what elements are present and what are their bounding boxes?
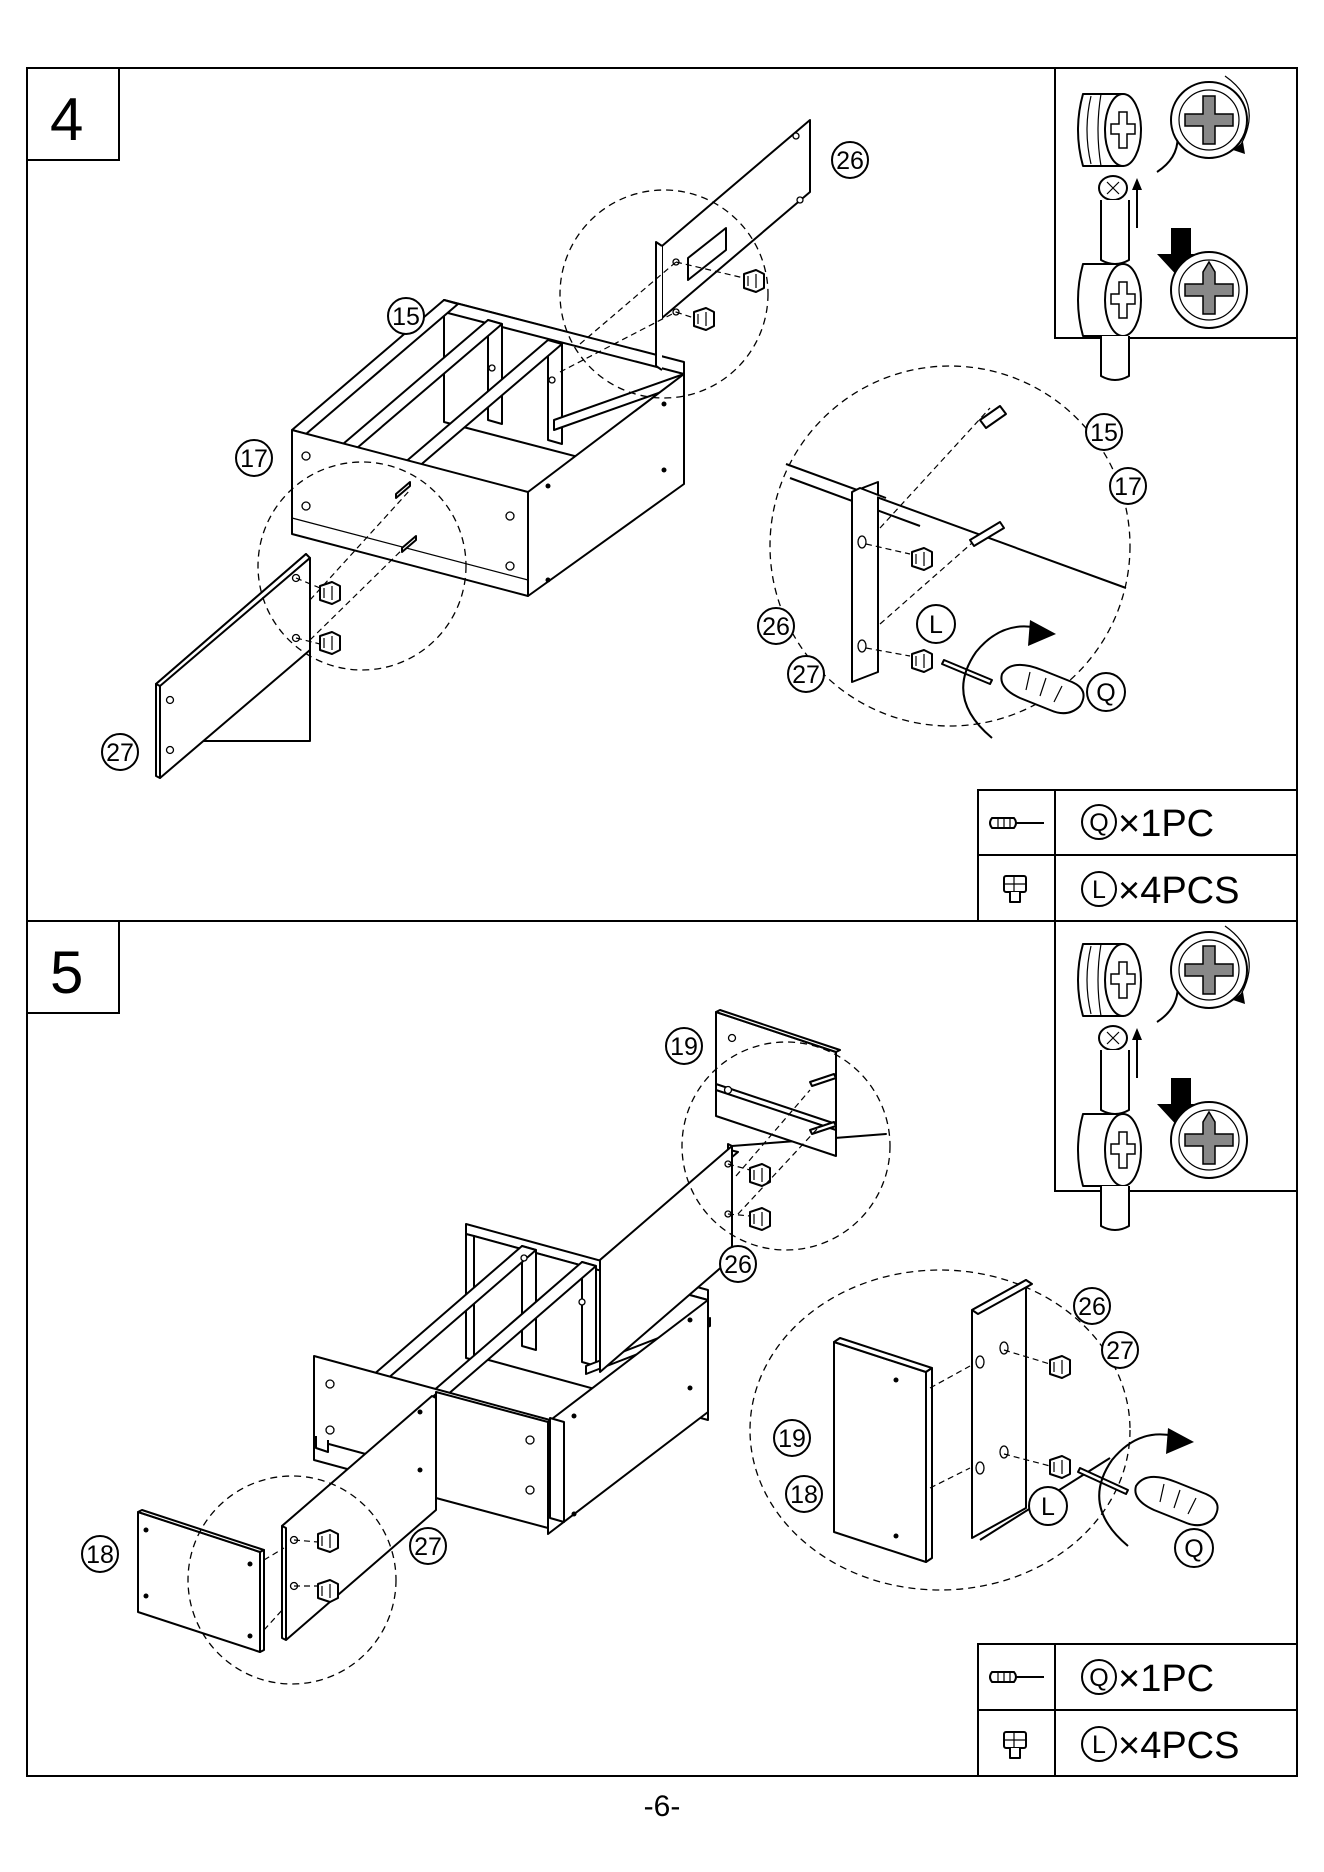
hardware-q-quantity: ×1PC [1118,1658,1214,1700]
cam-lock-icon [1004,1732,1026,1758]
step-4-label-26: 26 [836,147,864,175]
step-5-detail-label-27: 27 [1106,1337,1134,1365]
cam-lock-tighten-icon [1078,926,1249,1230]
step-4-detail-label-27: 27 [792,661,820,689]
step-5-detail-label-19: 19 [778,1425,806,1453]
step-5-label-27: 27 [414,1533,442,1561]
hardware-l-quantity: ×4PCS [1118,870,1239,912]
step-4-panel-26 [560,120,810,372]
page-number: -6- [0,1790,1324,1824]
step-5-detail-view [750,1270,1218,1590]
step-5-panel-18 [138,1510,284,1652]
step-4-detail-label-15: 15 [1090,419,1118,447]
screwdriver-icon [990,818,1044,828]
step-4-detail-label-q: Q [1096,679,1115,707]
cam-lock-icon [1004,876,1026,902]
step-4-hardware-table: Q ×1PC L ×4PCS [978,790,1297,921]
step-5-detail-label-26: 26 [1078,1293,1106,1321]
screwdriver-icon [990,1672,1044,1682]
step-4-label-27: 27 [106,739,134,767]
step-4-detail-label-26: 26 [762,613,790,641]
step-4-drawer-box [292,300,684,596]
step-4-detail-view [770,366,1130,738]
hardware-q-letter: Q [1089,1664,1108,1692]
step-4-detail-label-17: 17 [1114,473,1142,501]
step-5-label-26: 26 [724,1251,752,1279]
step-4-detail-label-l: L [929,611,943,639]
hardware-l-quantity: ×4PCS [1118,1725,1239,1767]
step-5-hardware-table: Q ×1PC L ×4PCS [978,1644,1297,1776]
step-4-panel: 4 Q ×1PC L ×4PCS [27,68,1297,921]
cam-lock-tighten-icon [1078,76,1249,380]
hardware-q-quantity: ×1PC [1118,803,1214,845]
hardware-l-letter: L [1092,876,1106,904]
step-4-label-17: 17 [240,445,268,473]
step-5-label-19: 19 [670,1033,698,1061]
step-4-number: 4 [50,86,83,153]
step-5-number: 5 [50,939,83,1006]
step-4-label-15: 15 [392,303,420,331]
step-5-detail-label-18: 18 [790,1481,818,1509]
hardware-l-letter: L [1092,1731,1106,1759]
step-5-detail-label-q: Q [1184,1535,1203,1563]
hardware-q-letter: Q [1089,809,1108,837]
step-5-detail-label-l: L [1041,1493,1055,1521]
step-5-label-18: 18 [86,1541,114,1569]
step-5-panel-19 [716,1010,840,1214]
step-5-panel: 5 Q ×1PC L ×4PCS [27,921,1297,1776]
